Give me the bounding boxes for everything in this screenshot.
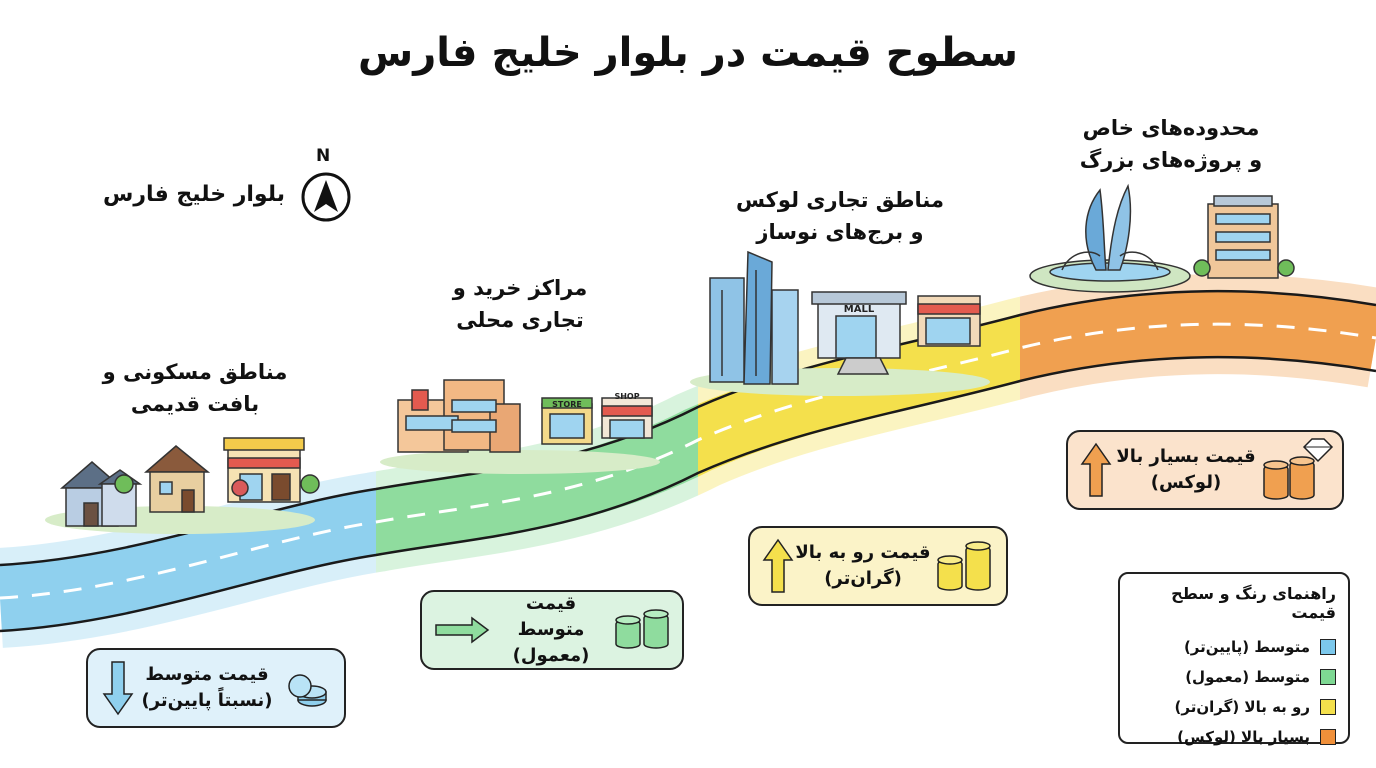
price-line1: قیمت متوسط <box>145 664 269 685</box>
arrow-right-icon <box>435 616 490 644</box>
legend-item-label: متوسط (معمول) <box>1185 668 1310 686</box>
coins-icon <box>937 541 991 591</box>
luxury-towers-icon <box>690 250 990 396</box>
coins-icon <box>288 674 327 707</box>
legend-item: متوسط (معمول) <box>1132 662 1336 692</box>
arrow-up-icon <box>762 538 794 593</box>
color-legend: راهنمای رنگ و سطح قیمت متوسط (پایین‌تر) … <box>1118 572 1350 746</box>
price-line2: (لوکس) <box>1150 472 1222 493</box>
zone-label-line1: مناطق مسکونی و <box>102 360 288 384</box>
legend-item-label: متوسط (پایین‌تر) <box>1183 638 1310 656</box>
price-line2: (معمول) <box>512 645 590 666</box>
coins-icon <box>615 609 669 649</box>
zone-label-line2: و پروژه‌های بزرگ <box>1079 148 1263 172</box>
legend-swatch <box>1320 729 1336 745</box>
legend-swatch <box>1320 639 1336 655</box>
zone-label-line2: بافت قدیمی <box>130 392 260 416</box>
price-box-shopping: قیمت متوسط (معمول) <box>420 590 684 670</box>
legend-title: راهنمای رنگ و سطح قیمت <box>1171 584 1336 622</box>
price-box-special: قیمت بسیار بالا (لوکس) <box>1066 430 1344 510</box>
store-sign-text: STORE <box>552 400 582 409</box>
legend-item: رو به بالا (گران‌تر) <box>1132 692 1336 722</box>
legend-swatch <box>1320 699 1336 715</box>
mall-sign-text: MALL <box>844 304 875 315</box>
road-center-dashes <box>0 322 1376 600</box>
compass-icon <box>301 172 351 222</box>
boulevard-road <box>0 274 1376 648</box>
legend-item-label: رو به بالا (گران‌تر) <box>1174 698 1310 716</box>
coins-diamond-icon <box>1263 438 1334 500</box>
zone-label-residential: مناطق مسکونی و بافت قدیمی <box>90 356 300 420</box>
local-shops-icon <box>380 379 660 474</box>
price-text: قیمت بسیار بالا (لوکس) <box>1112 444 1260 496</box>
shop-sign-text: SHOP <box>614 392 639 401</box>
price-line2: (نسبتاً پایین‌تر) <box>141 690 273 711</box>
road-label: بلوار خلیج فارس <box>103 182 285 207</box>
arrow-up-icon <box>1080 442 1112 497</box>
zone-label-luxury: مناطق تجاری لوکس و برج‌های نوساز <box>720 184 960 248</box>
zone-label-line2: و برج‌های نوساز <box>756 220 924 244</box>
zone-label-line2: تجاری محلی <box>456 308 584 332</box>
price-line1: قیمت رو به بالا <box>795 542 931 563</box>
zone-label-line1: مراکز خرید و <box>452 276 588 300</box>
legend-item-label: بسیار بالا (لوکس) <box>1177 728 1310 746</box>
road-segment-orange <box>1020 291 1376 383</box>
zone-label-special: محدوده‌های خاص و پروژه‌های بزرگ <box>1058 112 1284 176</box>
price-line1: قیمت بسیار بالا <box>1116 446 1256 467</box>
price-line1: قیمت متوسط <box>517 593 585 640</box>
price-text: قیمت رو به بالا (گران‌تر) <box>794 540 932 592</box>
arrow-down-icon <box>102 661 134 716</box>
road-edge-bottom <box>0 355 1376 633</box>
compass-north-letter: N <box>316 146 331 166</box>
landmark-projects-icon <box>1029 183 1295 293</box>
price-box-residential: قیمت متوسط (نسبتاً پایین‌تر) <box>86 648 346 728</box>
page-title: سطوح قیمت در بلوار خلیج فارس <box>358 30 1018 76</box>
legend-item: بسیار بالا (لوکس) <box>1132 722 1336 752</box>
zone-label-line1: محدوده‌های خاص <box>1082 116 1260 140</box>
zone-label-shopping: مراکز خرید و تجاری محلی <box>430 272 610 336</box>
zone-label-line1: مناطق تجاری لوکس <box>736 188 944 212</box>
price-box-luxury: قیمت رو به بالا (گران‌تر) <box>748 526 1008 606</box>
price-line2: (گران‌تر) <box>824 568 902 589</box>
legend-item: متوسط (پایین‌تر) <box>1132 632 1336 662</box>
residential-houses-icon <box>45 437 320 534</box>
legend-swatch <box>1320 669 1336 685</box>
price-text: قیمت متوسط (نسبتاً پایین‌تر) <box>136 662 278 714</box>
price-text: قیمت متوسط (معمول) <box>492 591 610 669</box>
